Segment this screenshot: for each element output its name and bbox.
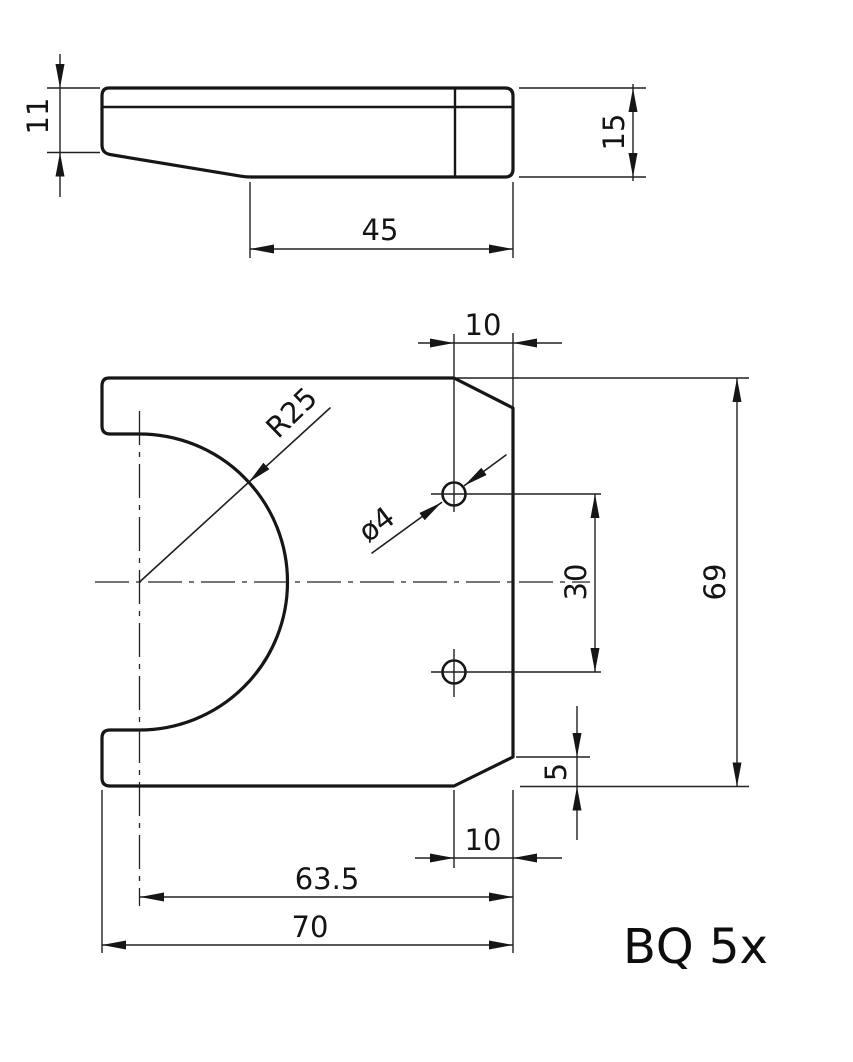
- dim-overall-width-70: 70: [101, 790, 514, 953]
- dim-chamfer-bottom-10: 10: [415, 790, 562, 868]
- dim-value: 15: [597, 114, 631, 151]
- dim-value: 69: [698, 564, 732, 601]
- dim-value: 5: [539, 763, 573, 781]
- side-view-outline: [100, 86, 515, 179]
- arrowhead: [572, 786, 582, 811]
- arrowhead: [489, 892, 513, 902]
- dim-value: 45: [362, 213, 399, 247]
- arrowhead: [55, 64, 65, 88]
- dim-chamfer-height-5: 5: [516, 706, 590, 840]
- front-view-outline: [100, 376, 515, 788]
- arrowhead: [590, 494, 600, 518]
- dim-value: ø4: [352, 500, 401, 549]
- arrowhead: [572, 733, 582, 757]
- dim-value: 70: [292, 910, 329, 944]
- dim-value: R25: [259, 381, 324, 445]
- dim-height-11: 11: [21, 54, 100, 197]
- dim-value: 10: [465, 308, 502, 342]
- arrowhead: [513, 338, 537, 348]
- arrowhead: [102, 940, 126, 950]
- arrowhead: [489, 244, 513, 254]
- dim-value: 63.5: [295, 862, 360, 896]
- part-label: BQ 5x: [623, 919, 768, 975]
- arrowhead: [55, 152, 65, 177]
- dim-height-15: 15: [519, 84, 646, 181]
- front-view: R25 ø4 10 30: [95, 308, 749, 953]
- dim-value: 10: [465, 823, 502, 857]
- side-view: 11 15 45: [21, 54, 646, 258]
- dim-length-45: 45: [249, 182, 514, 258]
- arrowhead: [248, 462, 270, 483]
- arrowhead: [419, 502, 442, 521]
- dim-hole-diameter: ø4: [352, 454, 507, 554]
- arrowhead: [430, 338, 454, 348]
- arrowhead: [513, 853, 537, 863]
- dim-value: 30: [559, 564, 593, 601]
- arrowhead: [140, 892, 164, 902]
- dim-chamfer-top-10: 10: [418, 308, 562, 407]
- dim-hole-spacing-30: 30: [559, 494, 600, 672]
- dim-overall-height-69: 69: [456, 377, 749, 788]
- dim-radius-r25: R25: [138, 381, 331, 583]
- arrowhead: [464, 467, 487, 486]
- dim-value: 11: [21, 98, 55, 135]
- arrowhead: [732, 762, 742, 787]
- arrowhead: [732, 378, 742, 402]
- arrowhead: [250, 244, 274, 254]
- arrowhead: [628, 88, 638, 112]
- radius-leader-line: [138, 407, 331, 583]
- arrowhead: [590, 648, 600, 672]
- arrowhead: [430, 853, 454, 863]
- arrowhead: [489, 940, 513, 950]
- dim-center-to-edge-63-5: 63.5: [140, 862, 513, 902]
- arrowhead: [628, 153, 638, 177]
